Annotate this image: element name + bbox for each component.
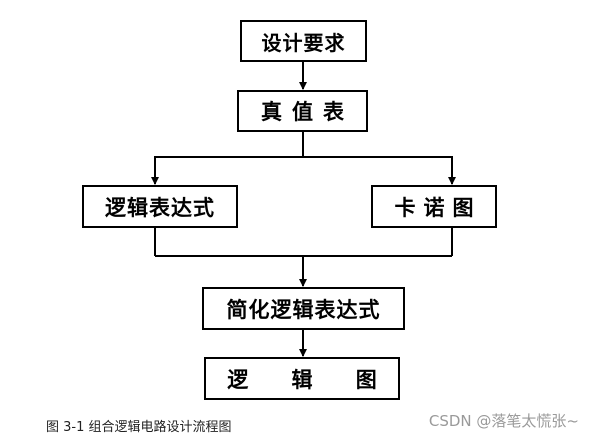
node-logic-diagram: 逻 辑 图 (204, 357, 400, 400)
node-truth-table: 真值表 (237, 90, 368, 132)
node-simplified-logic-expression: 简化逻辑表达式 (202, 287, 405, 330)
figure-caption: 图 3-1 组合逻辑电路设计流程图 (46, 420, 232, 435)
node-design-requirements: 设计要求 (240, 20, 367, 62)
watermark: CSDN @落笔太慌张~ (428, 412, 579, 430)
node-karnaugh-map: 卡诺图 (371, 185, 497, 228)
node-logic-expression: 逻辑表达式 (82, 185, 238, 228)
